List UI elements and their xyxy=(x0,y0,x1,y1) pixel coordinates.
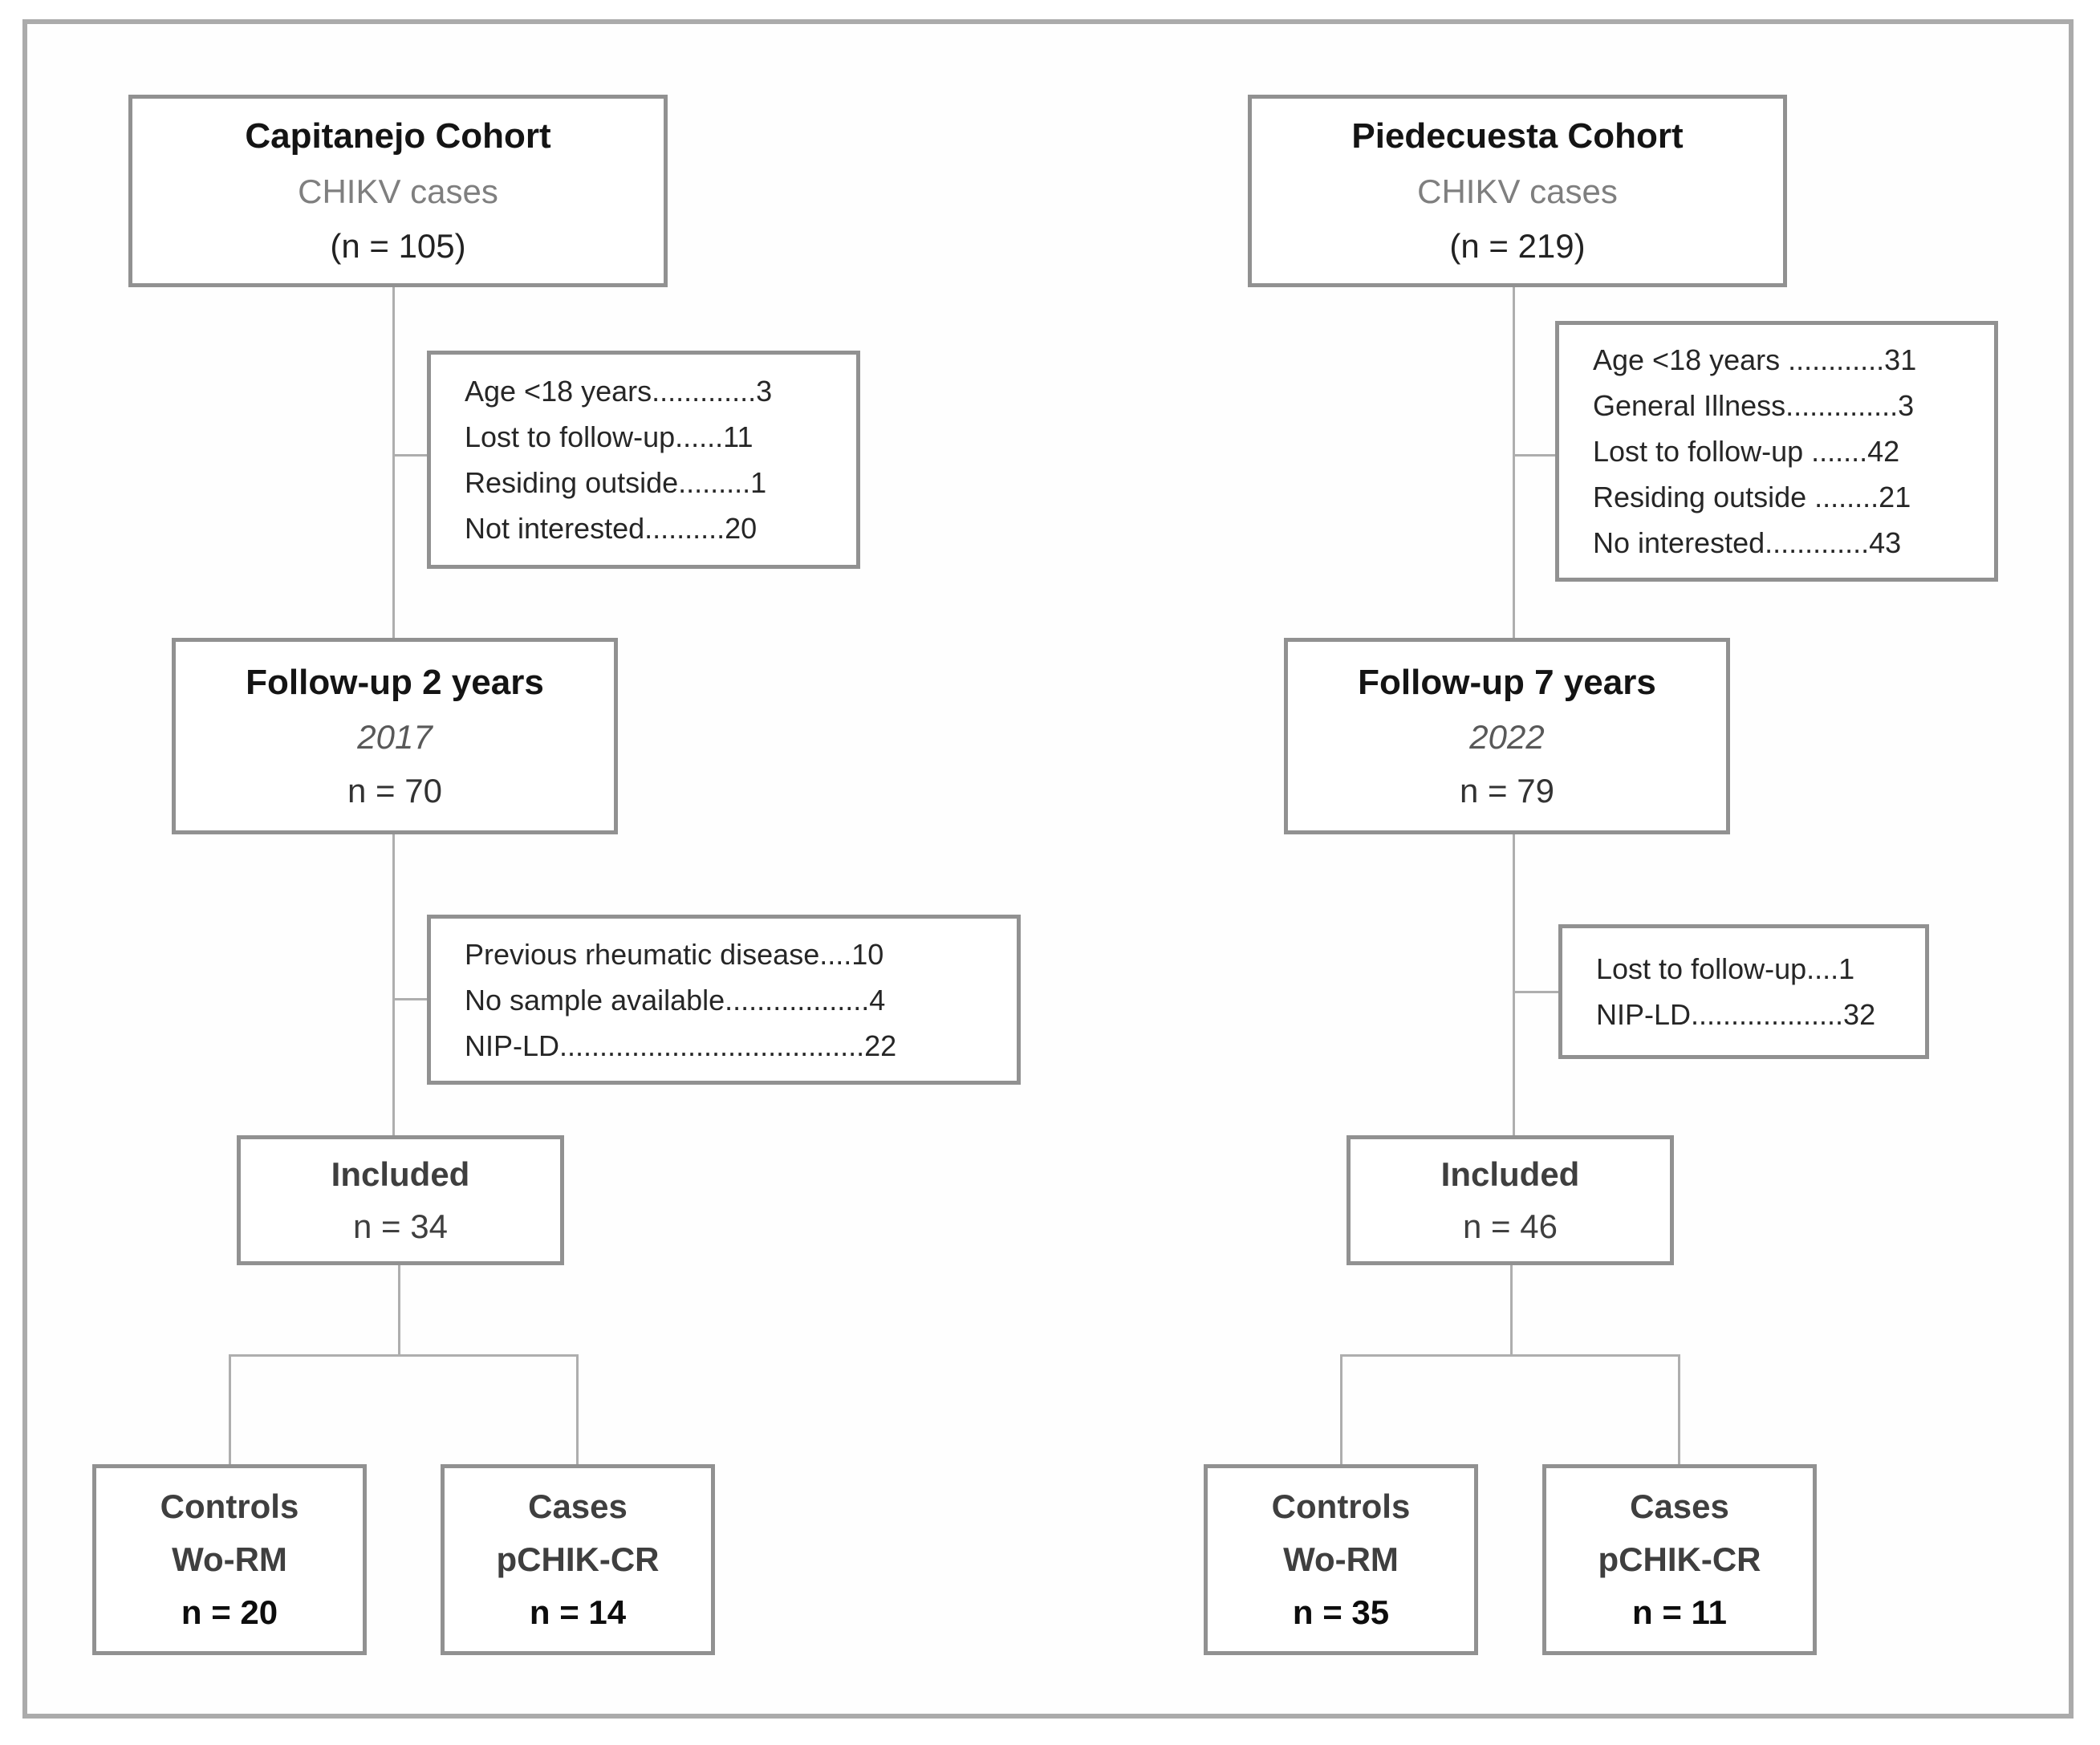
group-line: Cases xyxy=(1630,1487,1729,1525)
connector-vertical xyxy=(1513,287,1515,638)
capitanejo-cases-box: Cases pCHIK-CR n = 14 xyxy=(441,1464,715,1655)
piedecuesta-followup-box: Follow-up 7 years 2022 n = 79 xyxy=(1284,638,1730,834)
capitanejo-included-box: Included n = 34 xyxy=(237,1135,564,1265)
connector-horizontal xyxy=(395,998,429,1000)
connector-vertical xyxy=(392,834,395,1135)
group-line: pCHIK-CR xyxy=(496,1540,660,1578)
capitanejo-cohort-box: Capitanejo Cohort CHIKV cases (n = 105) xyxy=(128,95,668,287)
piedecuesta-exclusion-box-2: Lost to follow-up....1 NIP-LD...........… xyxy=(1558,924,1929,1059)
group-n-label: n = 14 xyxy=(529,1593,627,1631)
capitanejo-controls-box: Controls Wo-RM n = 20 xyxy=(92,1464,367,1655)
group-n-label: n = 11 xyxy=(1632,1593,1727,1631)
piedecuesta-cohort-box: Piedecuesta Cohort CHIKV cases (n = 219) xyxy=(1248,95,1787,287)
cohort-subtitle: CHIKV cases xyxy=(1417,172,1618,210)
included-n-label: n = 34 xyxy=(353,1207,448,1245)
piedecuesta-cases-box: Cases pCHIK-CR n = 11 xyxy=(1542,1464,1817,1655)
connector-vertical xyxy=(576,1354,579,1464)
group-line: Controls xyxy=(1271,1487,1411,1525)
piedecuesta-exclusion-box-1: Age <18 years ............31 General Ill… xyxy=(1555,321,1998,582)
followup-n-label: n = 70 xyxy=(347,771,442,810)
followup-title: Follow-up 7 years xyxy=(1358,662,1656,702)
capitanejo-exclusion-box-1: Age <18 years.............3 Lost to foll… xyxy=(427,351,860,569)
included-n-label: n = 46 xyxy=(1463,1207,1558,1245)
included-title: Included xyxy=(1440,1155,1580,1193)
followup-title: Follow-up 2 years xyxy=(246,662,544,702)
capitanejo-followup-box: Follow-up 2 years 2017 n = 70 xyxy=(172,638,618,834)
group-line: Controls xyxy=(160,1487,299,1525)
group-line: Cases xyxy=(528,1487,628,1525)
outer-frame xyxy=(22,19,2074,1719)
group-n-label: n = 20 xyxy=(181,1593,278,1631)
connector-vertical xyxy=(1513,834,1515,1135)
exclusion-line: Lost to follow-up .......42 xyxy=(1593,435,1900,468)
followup-n-label: n = 79 xyxy=(1460,771,1554,810)
group-line: Wo-RM xyxy=(1283,1540,1399,1578)
exclusion-line: Residing outside ........21 xyxy=(1593,481,1911,513)
connector-horizontal xyxy=(395,454,429,457)
included-title: Included xyxy=(331,1155,470,1193)
connector-vertical xyxy=(1678,1354,1680,1464)
connector-vertical xyxy=(392,287,395,638)
exclusion-line: Age <18 years ............31 xyxy=(1593,343,1917,376)
connector-horizontal xyxy=(1340,1354,1680,1357)
exclusion-line: No interested.............43 xyxy=(1593,526,1902,559)
cohort-n-label: (n = 219) xyxy=(1449,227,1586,265)
connector-vertical xyxy=(398,1265,400,1354)
capitanejo-exclusion-box-2: Previous rheumatic disease....10 No samp… xyxy=(427,915,1021,1085)
followup-year: 2022 xyxy=(1469,717,1545,756)
cohort-subtitle: CHIKV cases xyxy=(298,172,498,210)
exclusion-line: No sample available..................4 xyxy=(465,983,886,1017)
exclusion-line: Residing outside.........1 xyxy=(465,466,767,499)
cohort-title: Piedecuesta Cohort xyxy=(1351,116,1684,156)
connector-horizontal xyxy=(1515,991,1558,993)
connector-vertical xyxy=(1510,1265,1513,1354)
connector-horizontal xyxy=(1515,454,1555,457)
group-line: Wo-RM xyxy=(172,1540,287,1578)
exclusion-line: General Illness..............3 xyxy=(1593,389,1915,422)
connector-vertical xyxy=(229,1354,231,1464)
exclusion-line: NIP-LD...................32 xyxy=(1596,998,1876,1031)
followup-year: 2017 xyxy=(357,717,433,756)
exclusion-line: Age <18 years.............3 xyxy=(465,375,773,408)
piedecuesta-controls-box: Controls Wo-RM n = 35 xyxy=(1204,1464,1478,1655)
connector-vertical xyxy=(1340,1354,1342,1464)
exclusion-line: Not interested..........20 xyxy=(465,512,758,545)
cohort-n-label: (n = 105) xyxy=(330,227,466,265)
exclusion-line: Lost to follow-up......11 xyxy=(465,420,753,453)
cohort-title: Capitanejo Cohort xyxy=(245,116,551,156)
connector-horizontal xyxy=(229,1354,579,1357)
group-line: pCHIK-CR xyxy=(1598,1540,1761,1578)
group-n-label: n = 35 xyxy=(1292,1593,1390,1631)
piedecuesta-included-box: Included n = 46 xyxy=(1347,1135,1674,1265)
exclusion-line: Lost to follow-up....1 xyxy=(1596,952,1855,985)
exclusion-line: Previous rheumatic disease....10 xyxy=(465,937,884,971)
exclusion-line: NIP-LD..................................… xyxy=(465,1029,897,1062)
